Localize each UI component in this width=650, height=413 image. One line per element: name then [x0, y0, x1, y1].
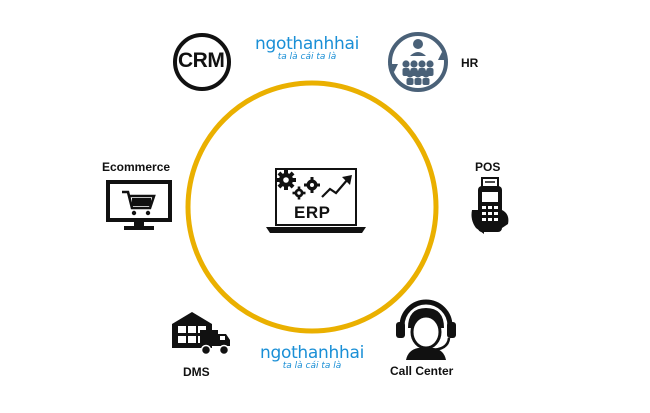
watermark-top: ngothanhhai ta là cái ta là — [252, 34, 362, 62]
watermark-tagline: ta là cái ta là — [282, 361, 342, 371]
erp-label: ERP — [294, 203, 331, 222]
watermark-brand: ngothanhhai — [255, 34, 359, 54]
delivery-truck-icon — [172, 312, 230, 356]
headset-agent-icon — [396, 299, 456, 360]
call-center-label: Call Center — [390, 364, 454, 378]
monitor-cart-icon — [106, 180, 172, 230]
crm-label: CRM — [178, 49, 225, 72]
dms-label: DMS — [183, 365, 210, 379]
payment-terminal-icon — [471, 177, 509, 234]
watermark-brand: ngothanhhai — [260, 343, 364, 363]
watermark-tagline: ta là cái ta là — [277, 52, 337, 62]
hr-label: HR — [461, 56, 479, 70]
erp-laptop-icon — [266, 168, 366, 233]
people-cycle-icon — [388, 32, 448, 92]
watermark-bottom: ngothanhhai ta là cái ta là — [257, 343, 367, 371]
crm-badge-icon — [173, 33, 231, 91]
ecommerce-label: Ecommerce — [102, 160, 171, 174]
pos-label: POS — [475, 160, 501, 174]
